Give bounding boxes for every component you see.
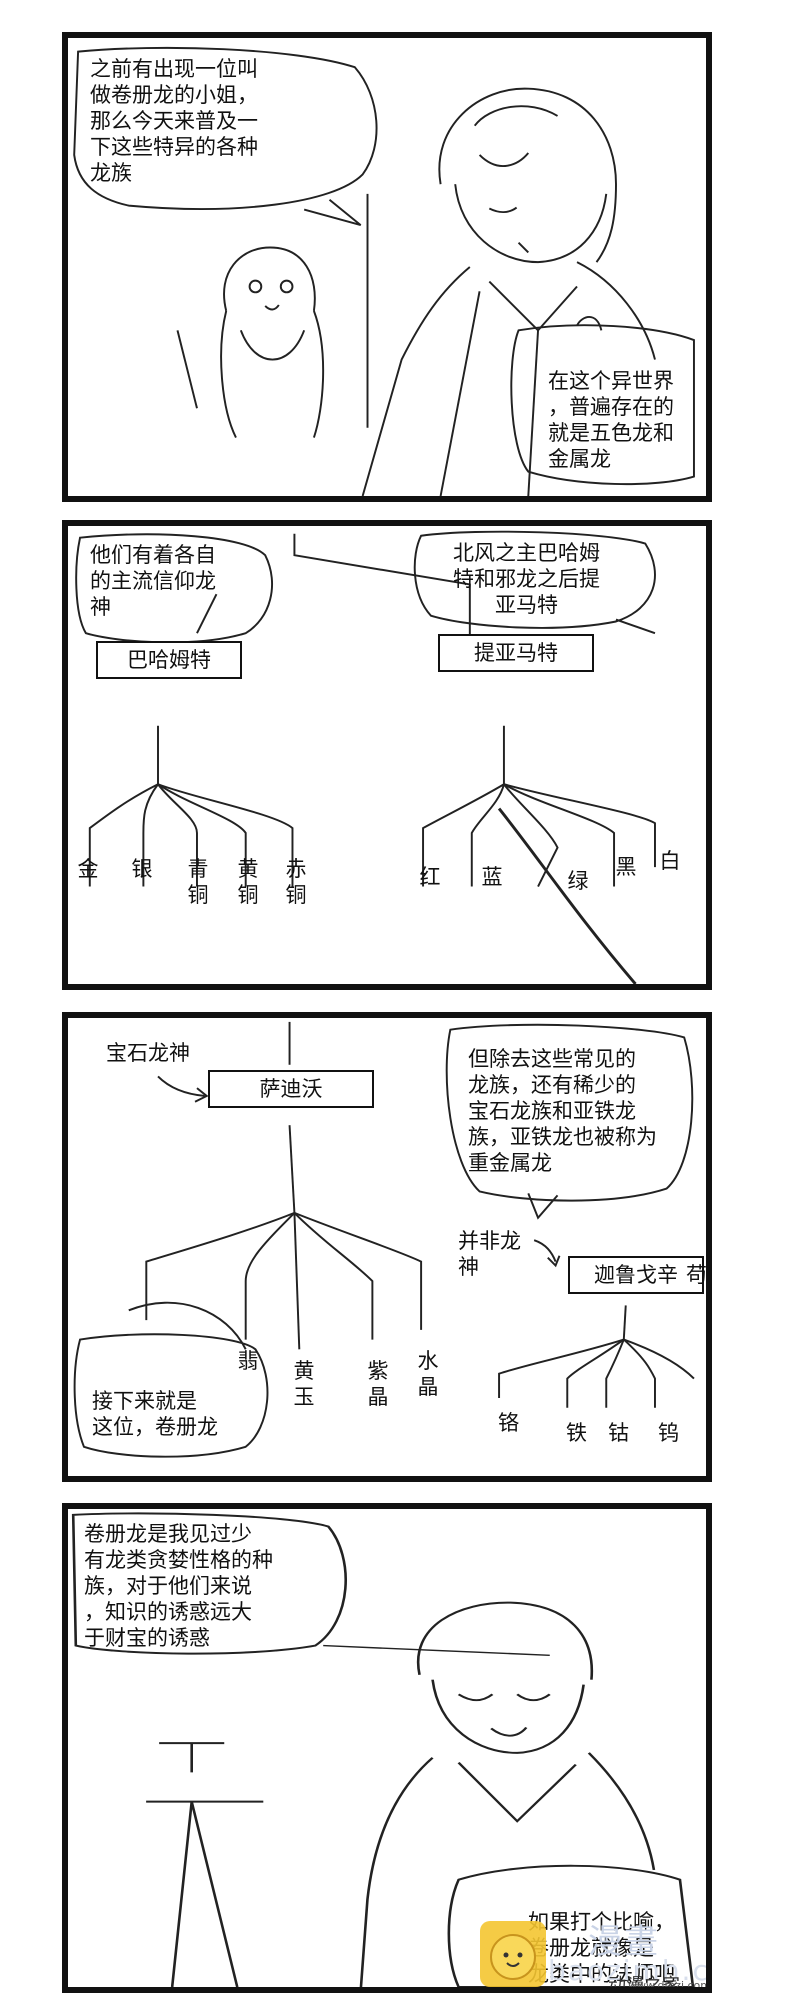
panel-3-tree-diagram: [73, 1021, 695, 1458]
bubble-line: 宝石龙族和亚铁龙: [468, 1099, 636, 1123]
comic-panel-4: 卷册龙是我见过少 有龙类贪婪性格的种 族，对于他们来说 ，知识的诱惑远大 于财宝…: [62, 1503, 712, 1993]
label-gem-dragon-god: 宝石龙神: [106, 1041, 190, 1065]
bubble-line: 接下来就是: [92, 1389, 197, 1413]
label-copper: 赤铜: [285, 857, 307, 907]
bubble-line: 做卷册龙的小姐，: [90, 83, 258, 107]
speech-bubble-rare-dragons: 但除去这些常见的 龙族，还有稀少的 宝石龙族和亚铁龙 族，亚铁龙也被称为 重金属…: [468, 1046, 657, 1176]
label-emerald: 翡: [237, 1349, 259, 1373]
label-chromium: 铬: [498, 1411, 519, 1435]
box-bahamut: 巴哈姆特: [96, 641, 242, 679]
label-bronze: 青铜: [187, 857, 209, 907]
bubble-line: 特和邪龙之后提: [453, 567, 600, 591]
label-tungsten: 钨: [658, 1421, 679, 1445]
speech-bubble-world: 在这个异世界 ，普遍存在的 就是五色龙和 金属龙: [548, 368, 674, 472]
bubble-line: 卷册龙是我见过少: [84, 1522, 252, 1546]
comic-panel-2: 他们有着各自 的主流信仰龙 神 北风之主巴哈姆 特和邪龙之后提 亚马特 巴哈姆特…: [62, 520, 712, 990]
speech-bubble-next: 接下来就是 这位，卷册龙: [92, 1388, 218, 1440]
label-green: 绿: [567, 869, 589, 893]
speech-bubble-intro: 之前有出现一位叫 做卷册龙的小姐， 那么今天来普及一 下这些特异的各种 龙族: [90, 56, 258, 186]
label-black: 黑: [615, 855, 637, 879]
label-brass: 黄铜: [237, 857, 259, 907]
bubble-line: 于财宝的诱惑: [84, 1626, 210, 1650]
label-ferrous-extra: 苟: [686, 1263, 707, 1287]
bubble-line: 如果打个比喻，: [528, 1910, 675, 1934]
bubble-line: 下这些特异的各种: [90, 135, 258, 159]
label-blue: 蓝: [481, 865, 503, 889]
speech-bubble-metaphor: 如果打个比喻， 卷册龙就像是 龙类中的法师吧: [528, 1909, 675, 1987]
panel-2-tree-diagram: [75, 530, 656, 984]
label-crystal: 水晶: [417, 1349, 439, 1399]
bubble-line: 那么今天来普及一: [90, 109, 258, 133]
watermark-site-url: www.dmzj.com: [628, 1979, 711, 1992]
bubble-line: 神: [90, 595, 111, 619]
bubble-line: ，普遍存在的: [548, 395, 674, 419]
panel-1-artwork: [73, 46, 695, 496]
bubble-line: 的主流信仰龙: [90, 569, 216, 593]
bubble-line: 就是五色龙和: [548, 421, 674, 445]
bubble-line: 龙类中的法师吧: [528, 1962, 675, 1986]
box-ferrous-god: 迦鲁戈辛: [568, 1256, 704, 1294]
label-line: 神: [458, 1255, 479, 1279]
bun-logo-icon: [480, 1921, 546, 1987]
speech-bubble-gods: 他们有着各自 的主流信仰龙 神: [90, 542, 216, 620]
bubble-line: 卷册龙就像是: [528, 1936, 654, 1960]
label-topaz: 黄玉: [293, 1359, 315, 1409]
label-iron: 铁: [566, 1421, 587, 1445]
bubble-line: 这位，卷册龙: [92, 1415, 218, 1439]
speech-bubble-scroll-dragon: 卷册龙是我见过少 有龙类贪婪性格的种 族，对于他们来说 ，知识的诱惑远大 于财宝…: [84, 1521, 273, 1651]
bubble-line: 有龙类贪婪性格的种: [84, 1548, 273, 1572]
comic-panel-3: 宝石龙神 萨迪沃 但除去这些常见的 龙族，还有稀少的 宝石龙族和亚铁龙 族，亚铁…: [62, 1012, 712, 1482]
panel-4-artwork: [71, 1512, 695, 1987]
watermark-cjk: 漫畫: [588, 1922, 660, 1962]
speech-bubble-god-names: 北风之主巴哈姆 特和邪龙之后提 亚马特: [453, 540, 600, 618]
bubble-line: 族，亚铁龙也被称为: [468, 1125, 657, 1149]
bubble-line: 但除去这些常见的: [468, 1047, 636, 1071]
bubble-line: ，知识的诱惑远大: [84, 1600, 252, 1624]
bubble-line: 在这个异世界: [548, 369, 674, 393]
bubble-line: 之前有出现一位叫: [90, 57, 258, 81]
label-line: 并非龙: [458, 1229, 521, 1253]
label-not-dragon-god: 并非龙 神: [458, 1228, 521, 1280]
bubble-line: 族，对于他们来说: [84, 1574, 252, 1598]
comic-panel-1: 之前有出现一位叫 做卷册龙的小姐， 那么今天来普及一 下这些特异的各种 龙族 在…: [62, 32, 712, 502]
bubble-line: 他们有着各自: [90, 543, 216, 567]
box-tiamat: 提亚马特: [438, 634, 594, 672]
label-white: 白: [659, 849, 681, 873]
label-gold: 金: [77, 857, 99, 881]
bubble-line: 亚马特: [495, 593, 558, 617]
bubble-line: 龙族，还有稀少的: [468, 1073, 636, 1097]
bubble-line: 北风之主巴哈姆: [453, 541, 600, 565]
label-amethyst: 紫晶: [367, 1359, 389, 1409]
watermark-brand: baozimh.com: [548, 1954, 710, 1987]
label-red: 红: [419, 865, 441, 889]
bubble-line: 金属龙: [548, 447, 611, 471]
box-sardior: 萨迪沃: [208, 1070, 374, 1108]
watermark-site-name: 动漫之家: [608, 1975, 680, 1993]
label-silver: 银: [131, 857, 153, 881]
bubble-line: 重金属龙: [468, 1151, 552, 1175]
label-cobalt: 钴: [608, 1421, 629, 1445]
bubble-line: 龙族: [90, 161, 132, 185]
